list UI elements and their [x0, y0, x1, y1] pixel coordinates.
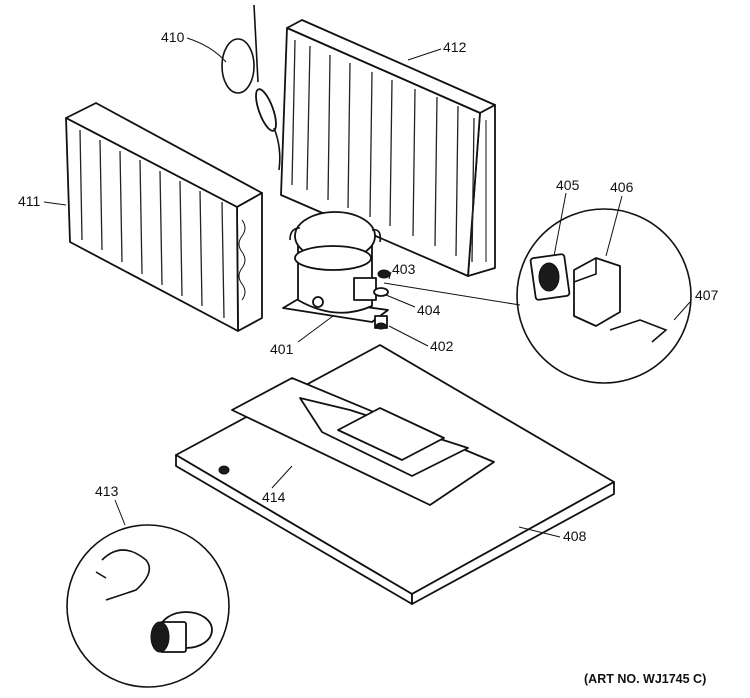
label-412: 412 — [443, 39, 467, 55]
label-413: 413 — [95, 483, 119, 499]
label-408: 408 — [563, 528, 587, 544]
label-406: 406 — [610, 179, 634, 195]
leader-lines — [43, 37, 691, 538]
evaporator-coil-411 — [65, 102, 263, 332]
terminal-detail-circle — [383, 208, 692, 384]
label-405: 405 — [556, 177, 580, 193]
capillary-tube-410 — [221, 4, 281, 171]
art-number: (ART NO. WJ1745 C) — [584, 672, 706, 686]
label-402: 402 — [430, 338, 454, 354]
compressor-401 — [282, 211, 389, 323]
label-403: 403 — [392, 261, 416, 277]
label-410: 410 — [161, 29, 185, 45]
label-407: 407 — [695, 287, 719, 303]
label-404: 404 — [417, 302, 441, 318]
label-414: 414 — [262, 489, 286, 505]
insulation-tray-414 — [231, 377, 495, 506]
label-411: 411 — [18, 193, 41, 209]
overload-detail-413 — [66, 524, 230, 688]
label-401: 401 — [270, 341, 294, 357]
